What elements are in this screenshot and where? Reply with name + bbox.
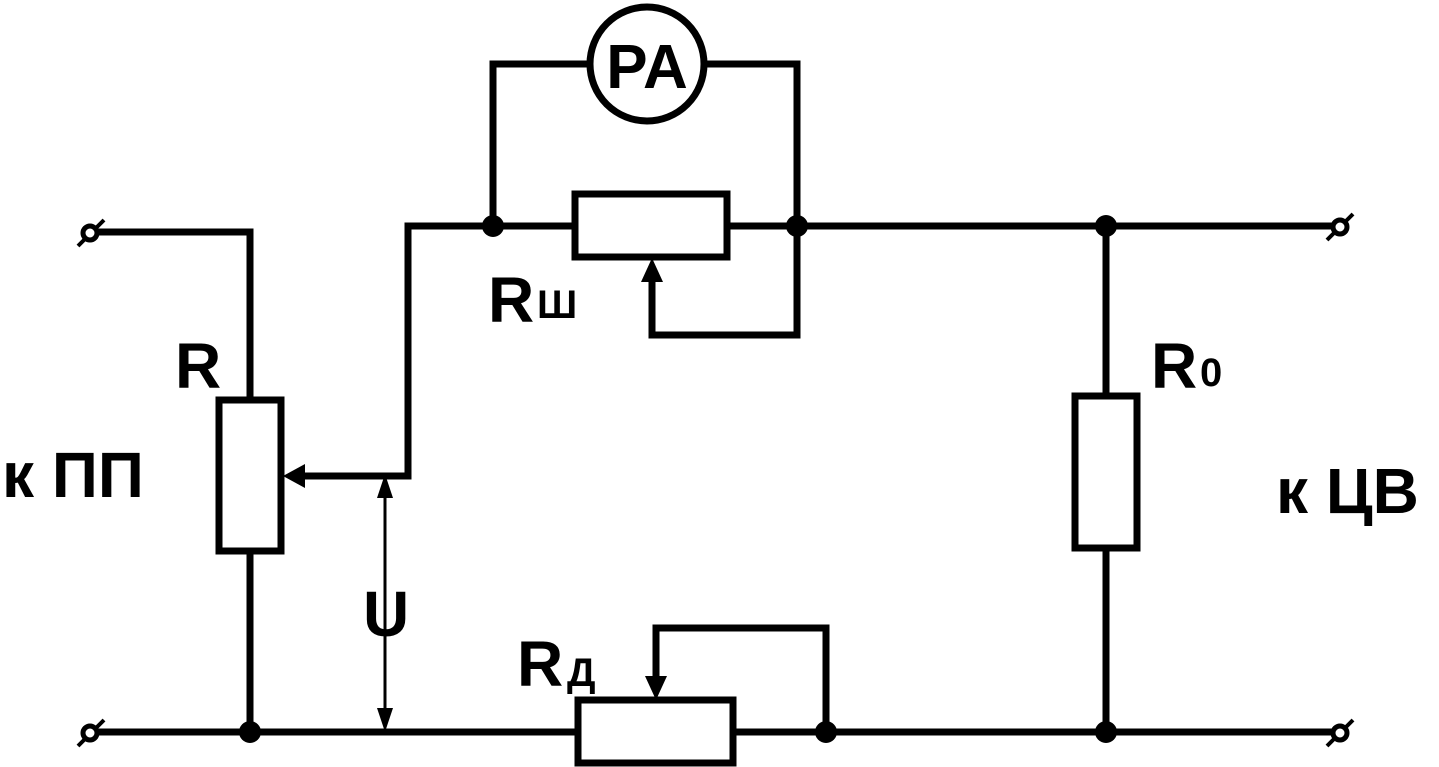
label-r-shunt-sub: Ш: [537, 283, 577, 327]
node-shunt-right: [786, 215, 808, 237]
terminal-left-top: [76, 218, 106, 248]
node-r0-top: [1095, 215, 1117, 237]
terminal-right-top: [1325, 212, 1355, 242]
wire-r-wiper: [294, 222, 497, 480]
label-r-add-sub: Д: [567, 651, 596, 695]
label-r0-main: R: [1151, 330, 1197, 402]
label-r: R: [175, 330, 221, 402]
add-slider-arrow: [645, 676, 667, 700]
resistor-r0: [1071, 392, 1141, 552]
voltage-arrow-bottom: [377, 708, 393, 732]
label-r-shunt-main: R: [488, 264, 534, 336]
wire-left-top: [89, 228, 254, 404]
voltage-arrow-top: [377, 474, 393, 498]
terminal-right-bottom: [1325, 718, 1355, 748]
terminal-left-bottom: [76, 718, 106, 748]
wire-add-slider: [652, 624, 830, 736]
r-wiper-arrow: [283, 464, 305, 488]
label-r0-sub: 0: [1200, 351, 1222, 395]
label-left-side: к ПП: [2, 439, 144, 511]
shunt-slider-arrow: [641, 258, 663, 282]
label-right-side: к ЦВ: [1276, 455, 1419, 527]
node-shunt-left: [482, 215, 504, 237]
node-add-right: [815, 721, 837, 743]
wire-ammeter-right: [701, 60, 801, 230]
ammeter-pa: [586, 3, 708, 125]
resistor-r: [215, 396, 285, 555]
wire-shunt-slider: [648, 222, 801, 339]
resistor-r-add: [574, 696, 737, 767]
label-r-add-main: R: [517, 628, 563, 700]
wire-ammeter-left: [489, 60, 594, 230]
resistor-r-shunt: [571, 190, 731, 261]
label-voltage: U: [363, 578, 409, 650]
node-left-bottom: [239, 721, 261, 743]
ammeter-label: PA: [606, 33, 688, 102]
